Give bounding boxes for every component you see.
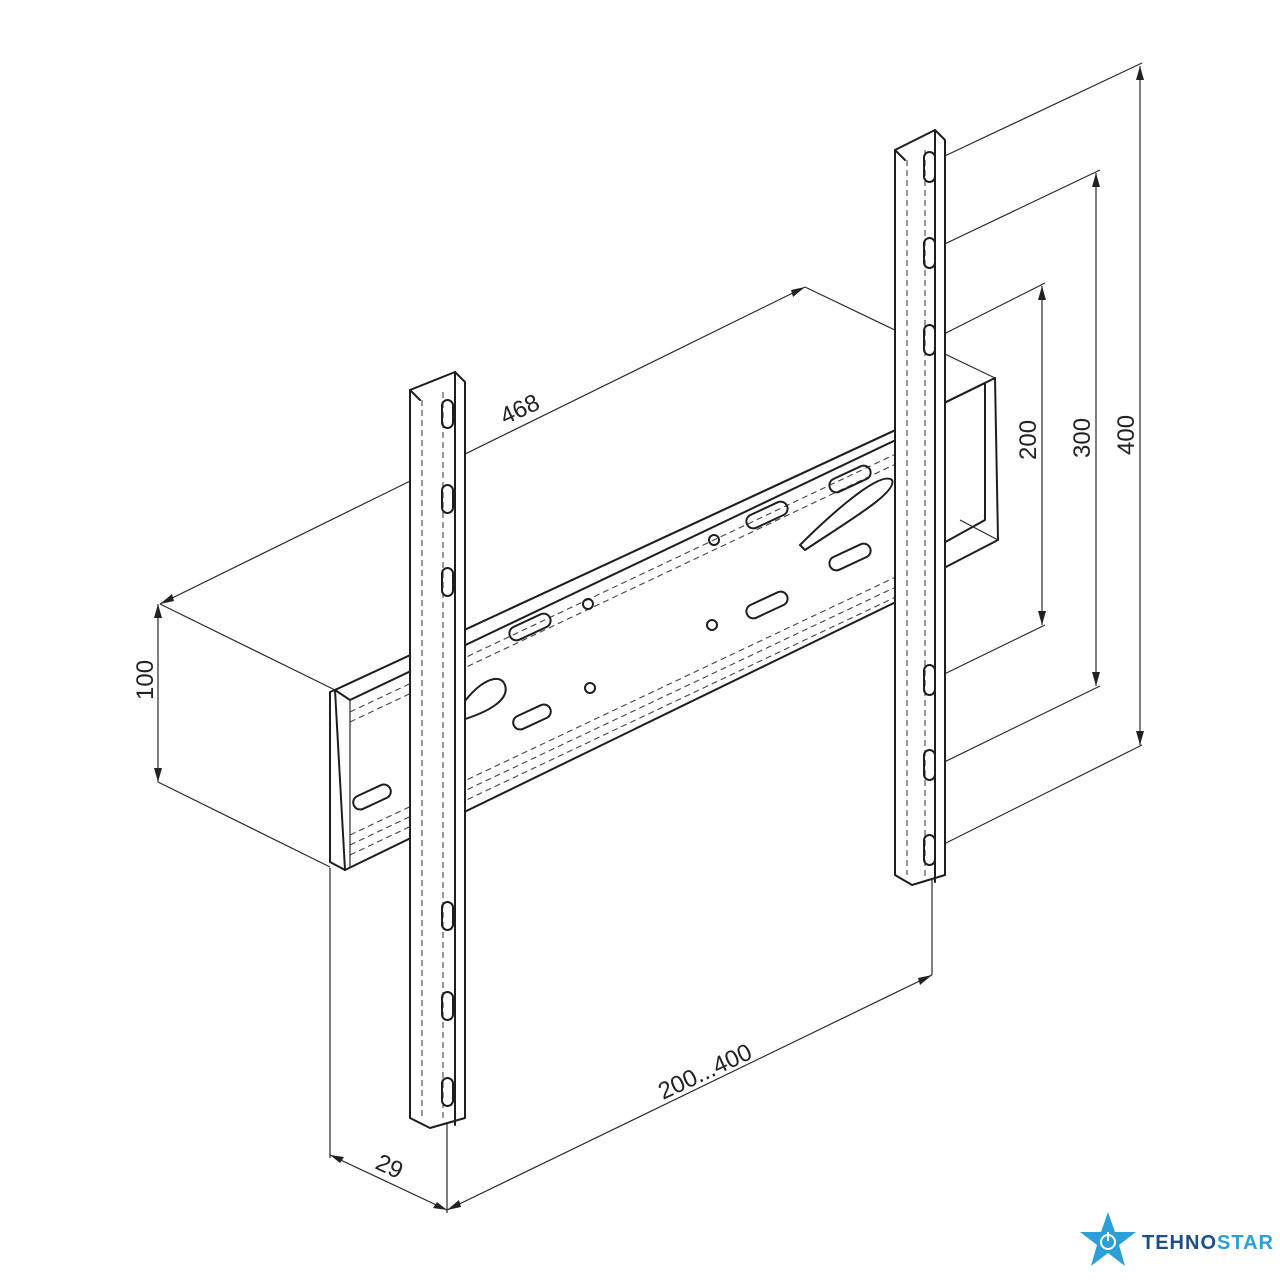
brand-name-part2: STAR bbox=[1217, 1232, 1274, 1254]
dimension-label-hole-span: 200...400 bbox=[654, 1039, 756, 1106]
dimension-label-offset: 29 bbox=[371, 1149, 407, 1185]
brand-name-part1: TEHNO bbox=[1142, 1232, 1217, 1254]
right-vertical-arm bbox=[894, 129, 946, 886]
brand-logo: TEHNOSTAR bbox=[1080, 1212, 1274, 1266]
brand-name: TEHNOSTAR bbox=[1142, 1232, 1274, 1254]
dimension-label-400: 400 bbox=[1113, 415, 1140, 455]
dimension-label-300: 300 bbox=[1069, 418, 1096, 458]
left-vertical-arm bbox=[409, 371, 466, 1129]
dimension-label-depth: 100 bbox=[132, 660, 159, 700]
dimension-lines bbox=[154, 62, 1144, 1213]
dimension-label-200: 200 bbox=[1015, 420, 1042, 460]
dimension-label-width: 468 bbox=[496, 389, 544, 430]
